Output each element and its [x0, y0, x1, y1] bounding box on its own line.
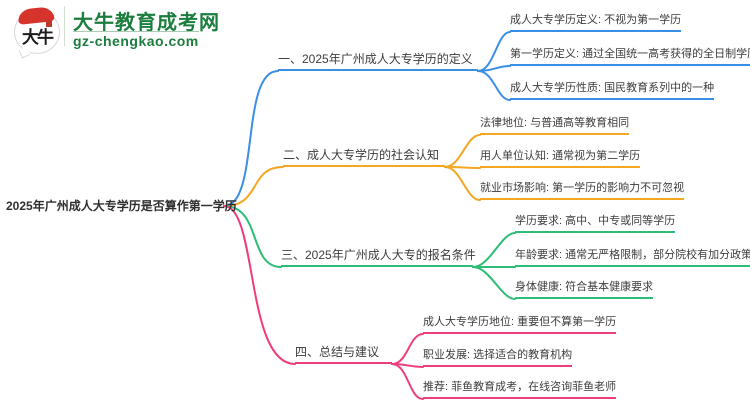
branch-1-leaf-2-connector: [477, 65, 511, 72]
branch-4-leaf-1: 成人大专学历地位: 重要但不算第一学历: [423, 314, 617, 334]
branch-2-leaf-1-connector: [444, 134, 481, 168]
branch-1-leaf-1-connector: [477, 31, 511, 72]
branch-4-leaf-3: 推荐: 菲鱼教育成考，在线咨询菲鱼老师: [423, 379, 617, 399]
branch-label-2: 二、成人大专学历的社会认知: [283, 147, 445, 167]
branch-1-leaf-3-connector: [477, 70, 511, 101]
branch-label-3: 三、2025年广州成人大专的报名条件: [281, 247, 476, 267]
branch-1-leaf-3: 成人大专学历性质: 国民教育系列中的一种: [510, 80, 715, 100]
branch-2-leaf-3-connector: [444, 166, 481, 201]
branch-4-leaf-3-connector: [391, 363, 424, 400]
branch-3-leaf-3: 身体健康: 符合基本健康要求: [515, 279, 654, 299]
trunk-branch-4: [223, 205, 296, 365]
branch-2-leaf-3: 就业市场影响: 第一学历的影响力不可忽视: [480, 180, 685, 200]
branch-3-leaf-1: 学历要求: 高中、中专或同等学历: [515, 213, 676, 233]
branch-4-leaf-1-connector: [391, 333, 424, 365]
branch-2-leaf-2: 用人单位认知: 通常视为第二学历: [480, 148, 641, 168]
trunk-branch-2: [223, 166, 284, 207]
branch-3-leaf-3-connector: [472, 266, 516, 300]
root-topic: 2025年广州成人大专学历是否算作第一学历: [6, 199, 237, 213]
branch-2-leaf-1: 法律地位: 与普通高等教育相同: [480, 115, 630, 135]
branch-1-leaf-1: 成人大专学历定义: 不视为第一学历: [510, 12, 682, 32]
logo-divider: [64, 6, 65, 46]
branch-3-leaf-2: 年龄要求: 通常无严格限制，部分院校有加分政策: [515, 247, 750, 267]
branch-1-leaf-2: 第一学历定义: 通过全国统一高考获得的全日制学历: [510, 46, 750, 66]
trunk-branch-1: [223, 70, 279, 207]
branch-4-leaf-2: 职业发展: 选择适合的教育机构: [423, 347, 573, 367]
logo-red-seal: [46, 20, 52, 27]
branch-label-4: 四、总结与建议: [295, 344, 392, 364]
branch-3-leaf-1-connector: [472, 232, 516, 268]
bull-logo-icon: 大牛: [14, 6, 60, 54]
logo-icon-characters: 大牛: [22, 28, 54, 47]
branch-label-1: 一、2025年广州成人大专学历的定义: [278, 51, 478, 71]
site-url: gz-chengkao.com: [73, 31, 199, 49]
trunk-branch-3: [223, 205, 282, 268]
site-name: 大牛教育成考网: [73, 12, 220, 34]
